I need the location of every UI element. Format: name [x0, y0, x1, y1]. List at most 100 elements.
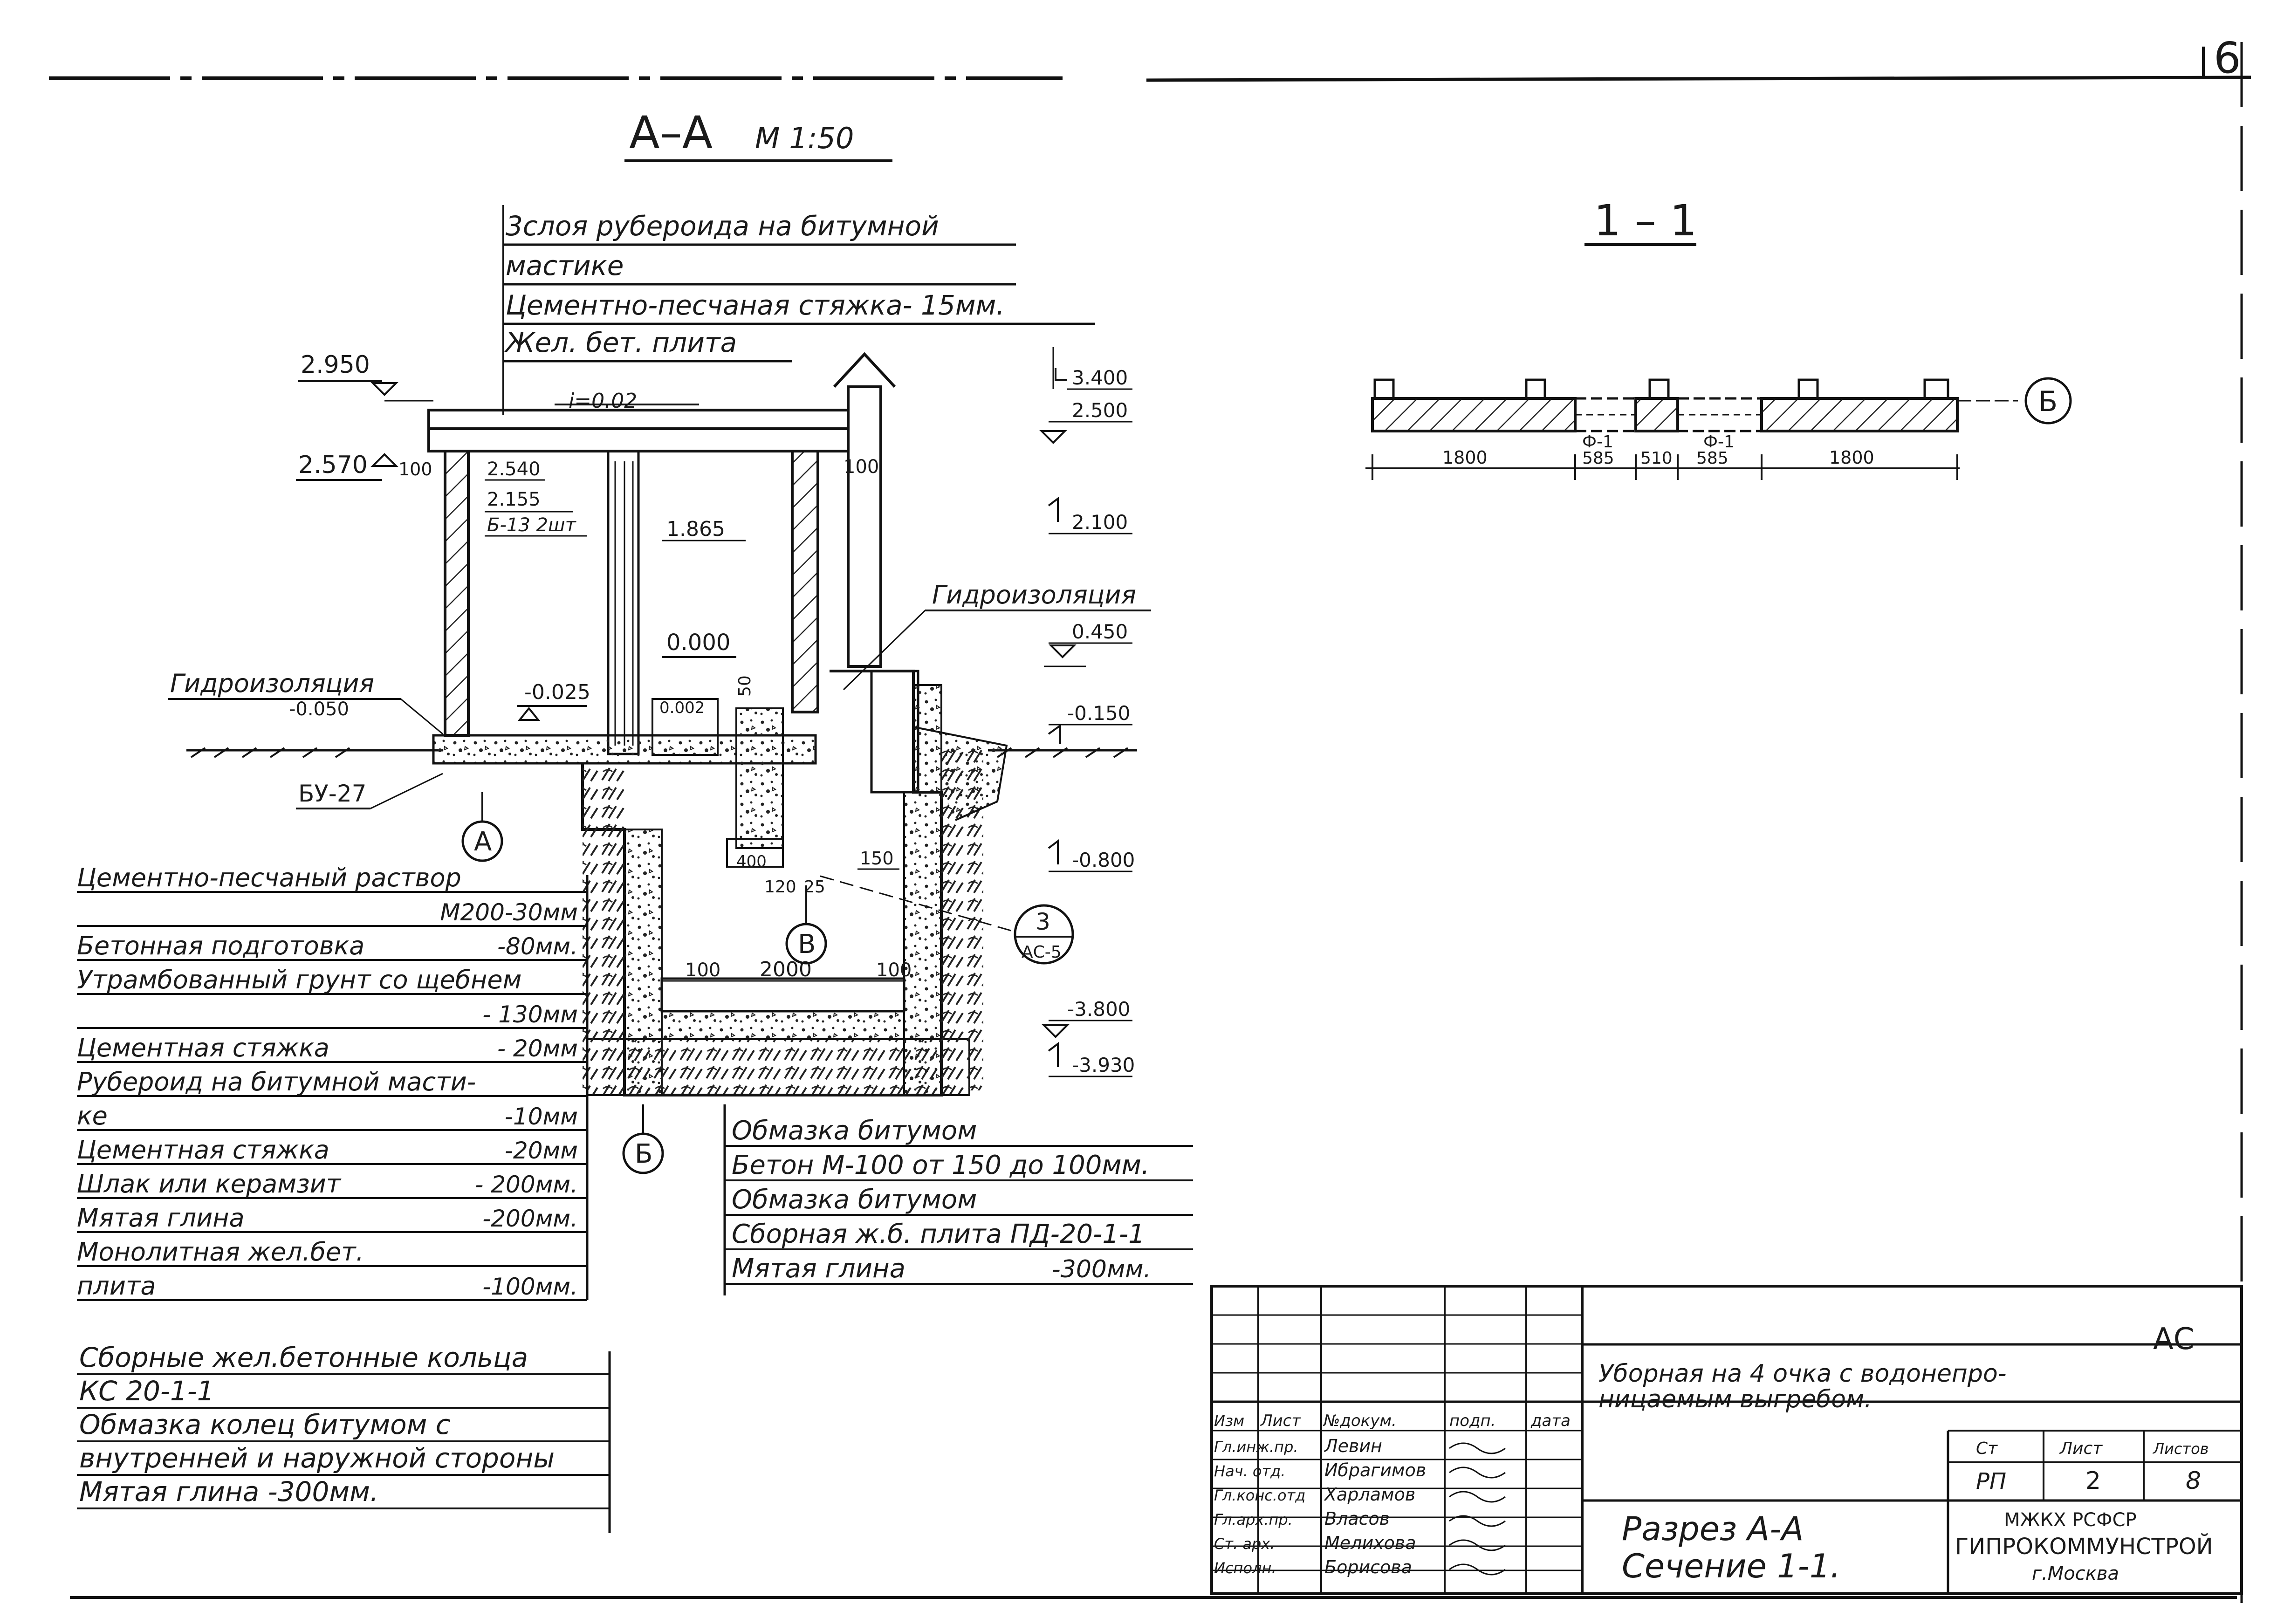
floor-layer-value: -10мм — [505, 1103, 578, 1130]
left-wall — [444, 450, 470, 737]
dim-100-right: 100 — [876, 959, 912, 981]
plan-dims: 1800 585 510 585 1800 — [1365, 447, 1960, 480]
org-1: МЖКХ РСФСР — [2004, 1509, 2137, 1531]
section-aa-title: А–А — [629, 107, 713, 159]
level-3400: 3.400 — [1072, 366, 1128, 389]
project-title-1: Уборная на 4 очка с водонепро- — [1598, 1360, 2007, 1388]
dim-150: 150 — [860, 848, 894, 869]
floor-layer-name: Цементно-песчаный раствор — [77, 863, 461, 892]
waterproofing-right: Гидроизоляция — [932, 580, 1136, 610]
stage-value: РП — [1976, 1468, 2006, 1494]
floor-layer-name: Бетонная подготовка — [77, 931, 364, 960]
roof-layers-callout: 3слоя рубероида на битумной мастике Цеме… — [502, 205, 1095, 415]
floor-layer-value: -100мм. — [482, 1273, 578, 1300]
floor-layer-value: -80мм. — [497, 933, 578, 960]
signature-mark — [1449, 1491, 1506, 1503]
cesspit — [581, 670, 1008, 1096]
dim-400: 400 — [736, 852, 767, 871]
dim-2000: 2000 — [760, 958, 812, 981]
plan-dim-2: 585 — [1582, 449, 1614, 468]
waterproofing-left: Гидроизоляция — [170, 669, 374, 698]
level-0002: 0.002 — [659, 699, 705, 717]
tb-name: Борисова — [1324, 1557, 1412, 1577]
tb-role: Нач. отд. — [1214, 1462, 1285, 1480]
tb-name: Левин — [1324, 1436, 1382, 1456]
floor-layer-name: Шлак или керамзит — [77, 1169, 342, 1199]
tb-role: Ст. арх. — [1214, 1535, 1275, 1553]
floor-layer-name: Рубероид на битумной масти- — [77, 1067, 476, 1096]
marker-b: Б — [635, 1139, 652, 1169]
dim-25: 25 — [804, 877, 825, 897]
level-2100: 2.100 — [1072, 511, 1128, 534]
levels-left: 2.950 2.570 100 2.540 2.155 Б-13 2шт 1.8… — [296, 351, 746, 541]
partition-wall — [607, 450, 640, 755]
opening-1: Ф-1 — [1582, 432, 1613, 452]
ring-layer-line: КС 20-1-1 — [79, 1375, 214, 1407]
level-neg-050: -0.050 — [289, 699, 349, 720]
floor-layer-value: -200мм. — [482, 1205, 578, 1232]
dim-left-100: 100 — [398, 459, 432, 480]
sheets-head: Листов — [2153, 1440, 2209, 1458]
tb-name: Власов — [1324, 1508, 1390, 1529]
pit-layer-name: Мятая глина — [732, 1254, 905, 1284]
doc-code: АС — [2153, 1322, 2194, 1357]
floor-layer-value: -20мм — [505, 1137, 578, 1164]
pit-dims: 400 120 25 150 100 2000 100 — [662, 848, 912, 982]
section-aa: А–А М 1:50 3слоя рубероида на битумной м… — [77, 107, 1193, 1533]
sheet-value: 2 — [2085, 1467, 2101, 1495]
floor-layer-value: М200-30мм — [440, 899, 578, 926]
section-11-title: 1 – 1 — [1594, 196, 1697, 246]
plan-dim-1: 1800 — [1442, 447, 1488, 468]
drawing-name-1: Разрез А-А — [1622, 1510, 1804, 1548]
signature-mark — [1449, 1563, 1506, 1576]
right-wall — [791, 450, 819, 713]
level-neg-3930: -3.930 — [1072, 1054, 1135, 1076]
levels-mid: 0.000 -0.025 0.002 50 — [517, 630, 754, 721]
floor-layer-name: Монолитная жел.бет. — [77, 1237, 364, 1267]
head-sign: подп. — [1449, 1412, 1496, 1430]
level-neg-0800: -0.800 — [1072, 849, 1135, 871]
marker-11-b: Б — [2038, 385, 2058, 418]
stage-head: Ст — [1976, 1439, 1998, 1458]
signature-mark — [1449, 1515, 1506, 1527]
level-1865: 1.865 — [666, 517, 725, 541]
tb-name: Ибрагимов — [1324, 1460, 1426, 1480]
detail-callout: 3 АС-5 — [820, 875, 1074, 965]
level-2570: 2.570 — [298, 451, 368, 479]
tb-role: Гл.конс.отд — [1214, 1487, 1305, 1504]
dim-vent-100: 100 — [844, 456, 879, 478]
block-label: БУ-27 — [298, 780, 366, 807]
floor-layer-value: - 130мм — [482, 1001, 578, 1028]
opening-2: Ф-1 — [1703, 432, 1735, 452]
pit-layer-name: Обмазка битумом — [732, 1185, 977, 1215]
pit-layer-name: Обмазка битумом — [732, 1116, 977, 1146]
marker-v: В — [798, 929, 816, 959]
tb-name: Харламов — [1324, 1484, 1415, 1505]
signature-mark — [1449, 1466, 1506, 1479]
dim-120: 120 — [764, 877, 796, 897]
roof-layer-3: Цементно-песчаная стяжка- 15мм. — [506, 289, 1005, 321]
signature-mark — [1449, 1442, 1506, 1454]
level-2950: 2.950 — [301, 351, 370, 379]
floor-layer-value: - 20мм — [497, 1035, 578, 1062]
tb-role: Гл.инж.пр. — [1214, 1438, 1298, 1456]
tb-name: Мелихова — [1324, 1533, 1416, 1553]
plan-strip: Ф-1 Ф-1 — [1371, 378, 2018, 452]
roof-layer-2: мастике — [506, 250, 624, 281]
floor-layer-name: плита — [77, 1271, 156, 1301]
plan-dim-3: 510 — [1640, 449, 1673, 468]
roof-layer-1: 3слоя рубероида на битумной — [506, 210, 939, 242]
head-doc: №докум. — [1323, 1412, 1397, 1430]
floor-layer-name: Цементная стяжка — [77, 1033, 329, 1062]
callout-sheet: АС-5 — [1022, 943, 1062, 962]
dim-50: 50 — [735, 675, 754, 697]
org-2: ГИПРОКОММУНСТРОЙ — [1955, 1533, 2213, 1560]
roof-slab: i=0.02 — [427, 389, 850, 452]
level-2540: 2.540 — [487, 459, 541, 480]
signature-mark — [1449, 1539, 1506, 1551]
level-0450: 0.450 — [1072, 620, 1128, 643]
floor-layers-table: Цементно-песчаный растворМ200-30ммБетонн… — [77, 863, 589, 1301]
level-neg-3800: -3.800 — [1067, 998, 1130, 1021]
level-2155: 2.155 — [487, 489, 541, 510]
